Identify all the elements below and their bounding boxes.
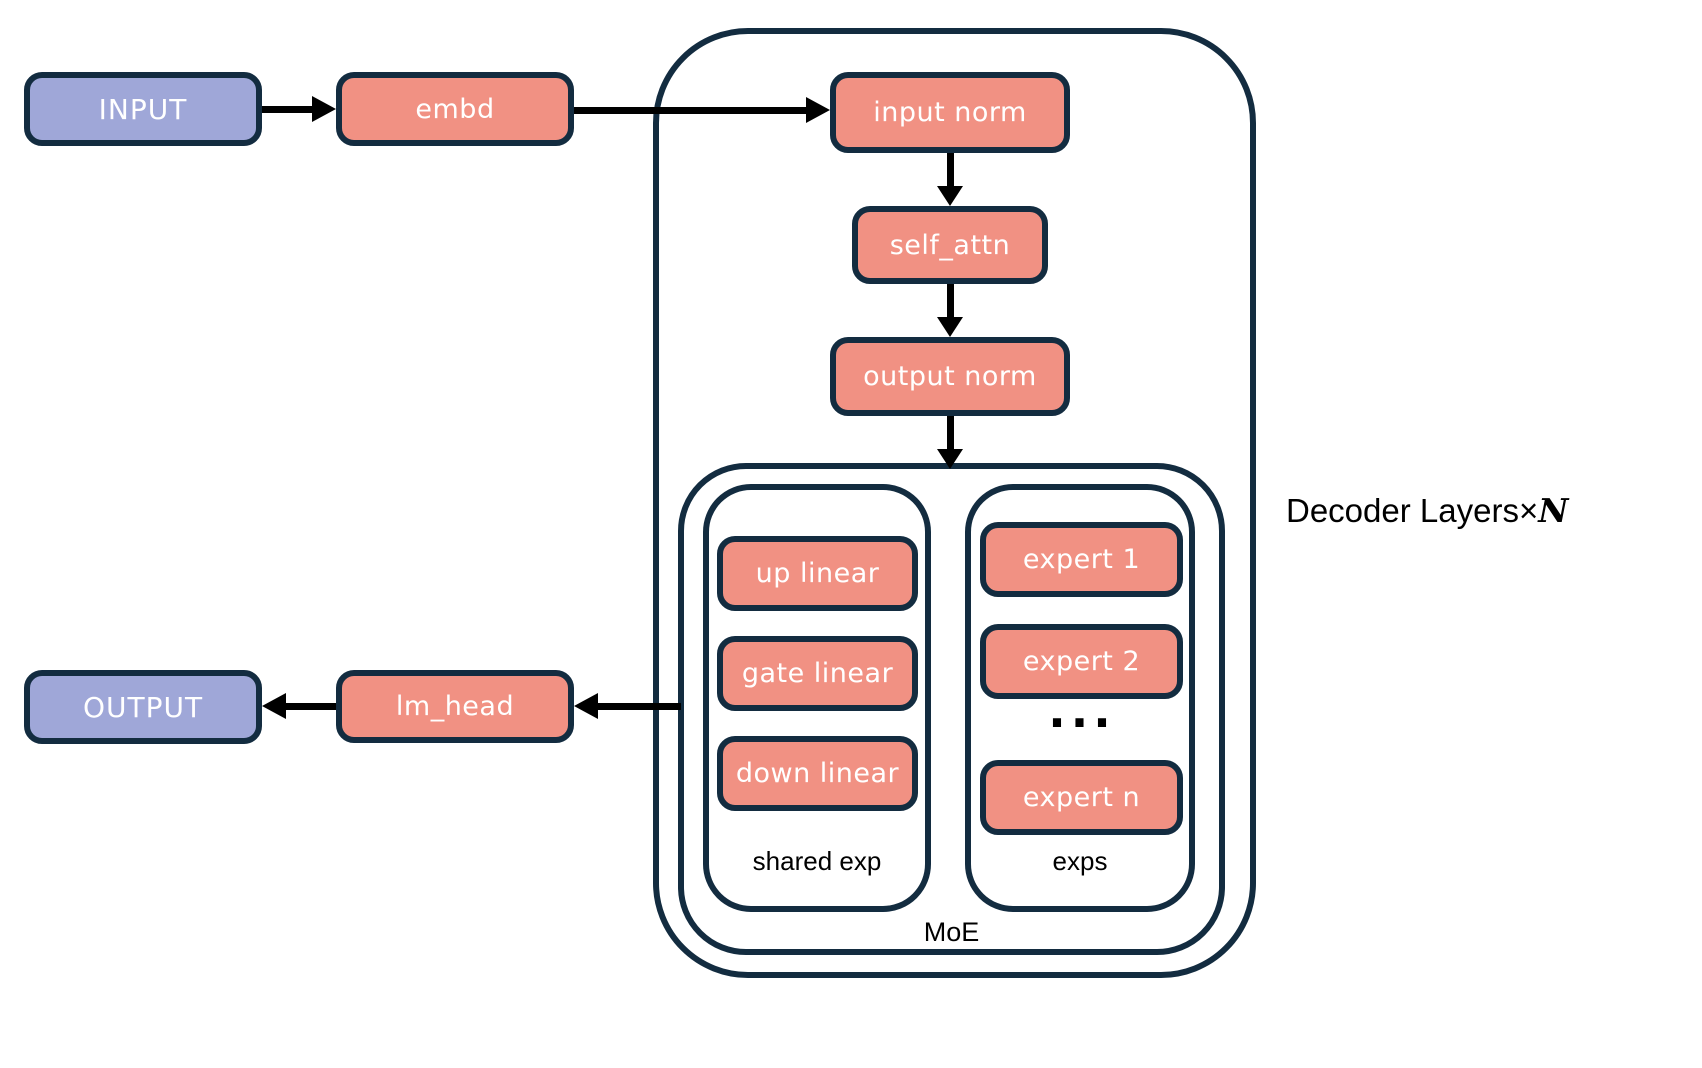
exps-label: exps: [1052, 846, 1108, 876]
expert-n-node: expert n: [980, 760, 1183, 835]
decoder-layers-caption-text: Decoder Layers: [1286, 492, 1519, 529]
exps-container: [965, 484, 1195, 912]
moe-label: MoE: [923, 917, 980, 947]
arrow-head-right: [312, 96, 336, 122]
down-linear-node: down linear: [717, 736, 918, 811]
lm-head-node: lm_head: [336, 670, 574, 743]
output-node: OUTPUT: [24, 670, 262, 744]
arrow-line: [286, 703, 336, 710]
embd-node: embd: [336, 72, 574, 146]
gate-linear-node: gate linear: [717, 636, 918, 711]
decoder-layers-container: [653, 28, 1256, 978]
arrow-head-left: [574, 693, 598, 719]
arrow-head-left: [262, 693, 286, 719]
shared-exp-label: shared exp: [752, 846, 882, 876]
expert-1-node: expert 1: [980, 522, 1183, 597]
self-attn-node: self_attn: [852, 206, 1048, 284]
shared-exp-container: [703, 484, 931, 912]
decoder-layers-caption: Decoder Layers×N: [1286, 491, 1568, 530]
output-norm-node: output norm: [830, 337, 1070, 416]
input-norm-node: input norm: [830, 72, 1070, 153]
input-node: INPUT: [24, 72, 262, 146]
arrow-line: [262, 106, 314, 113]
up-linear-node: up linear: [717, 536, 918, 611]
n-variable: N: [1538, 491, 1569, 530]
experts-ellipsis: ...: [1048, 684, 1116, 738]
multiply-sign: ×: [1518, 492, 1539, 529]
expert-2-node: expert 2: [980, 624, 1183, 699]
